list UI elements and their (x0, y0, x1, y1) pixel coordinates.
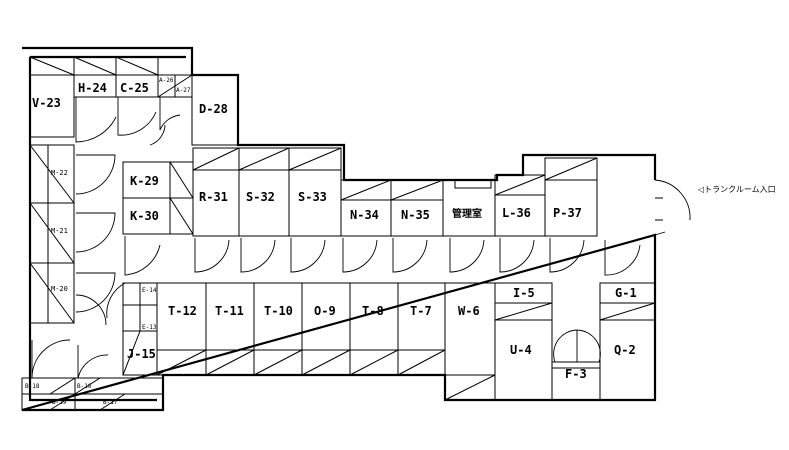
label-office: 管理室 (452, 207, 482, 220)
label-B-18: B-18 (25, 383, 40, 390)
unit-M-20-box (29, 262, 75, 324)
unit-W-6-box (444, 282, 496, 401)
label-E-13: E-13 (142, 324, 157, 331)
unit-P-37-box (544, 157, 598, 237)
label-M-22: M-22 (51, 169, 68, 177)
label-S-33: S-33 (298, 190, 327, 204)
label-S-32: S-32 (246, 190, 275, 204)
label-A-26: A-26 (159, 77, 174, 84)
entrance-door (654, 179, 691, 236)
unit-O-9-box (301, 282, 351, 376)
label-P-37: P-37 (553, 206, 582, 220)
label-W-6: W-6 (458, 304, 480, 318)
unit-Q-2-box (599, 302, 656, 401)
label-G-1: G-1 (615, 286, 637, 300)
unit-U-4-box (494, 302, 553, 401)
label-C-25: C-25 (120, 81, 149, 95)
label-L-36: L-36 (502, 206, 531, 220)
label-B-16: B-16 (77, 383, 92, 390)
label-H-24: H-24 (78, 81, 107, 95)
label-K-29: K-29 (130, 174, 159, 188)
label-M-20: M-20 (51, 285, 68, 293)
label-T-7: T-7 (410, 304, 432, 318)
label-E-14: E-14 (142, 287, 157, 294)
unit-T-10-box (253, 282, 303, 376)
label-V-23: V-23 (32, 96, 61, 110)
label-B-17: B-17 (103, 399, 118, 406)
label-T-8: T-8 (362, 304, 384, 318)
label-D-28: D-28 (199, 102, 228, 116)
label-R-31: R-31 (199, 190, 228, 204)
label-J-15: J-15 (127, 347, 156, 361)
label-O-9: O-9 (314, 304, 336, 318)
entrance-label: ◁トランクルーム入口 (697, 185, 776, 194)
label-K-30: K-30 (130, 209, 159, 223)
unit-T-7-box (397, 282, 446, 376)
label-Q-2: Q-2 (614, 343, 636, 357)
label-N-35: N-35 (401, 208, 430, 222)
label-I-5: I-5 (513, 286, 535, 300)
label-M-21: M-21 (51, 227, 68, 235)
label-T-11: T-11 (215, 304, 244, 318)
label-U-4: U-4 (510, 343, 532, 357)
label-A-27: A-27 (176, 87, 191, 94)
unit-T-8-box (349, 282, 399, 376)
label-T-12: T-12 (168, 304, 197, 318)
label-B-19: B-19 (52, 399, 67, 406)
label-F-3: F-3 (565, 367, 587, 381)
label-T-10: T-10 (264, 304, 293, 318)
unit-T-11-box (205, 282, 255, 376)
label-N-34: N-34 (350, 208, 379, 222)
